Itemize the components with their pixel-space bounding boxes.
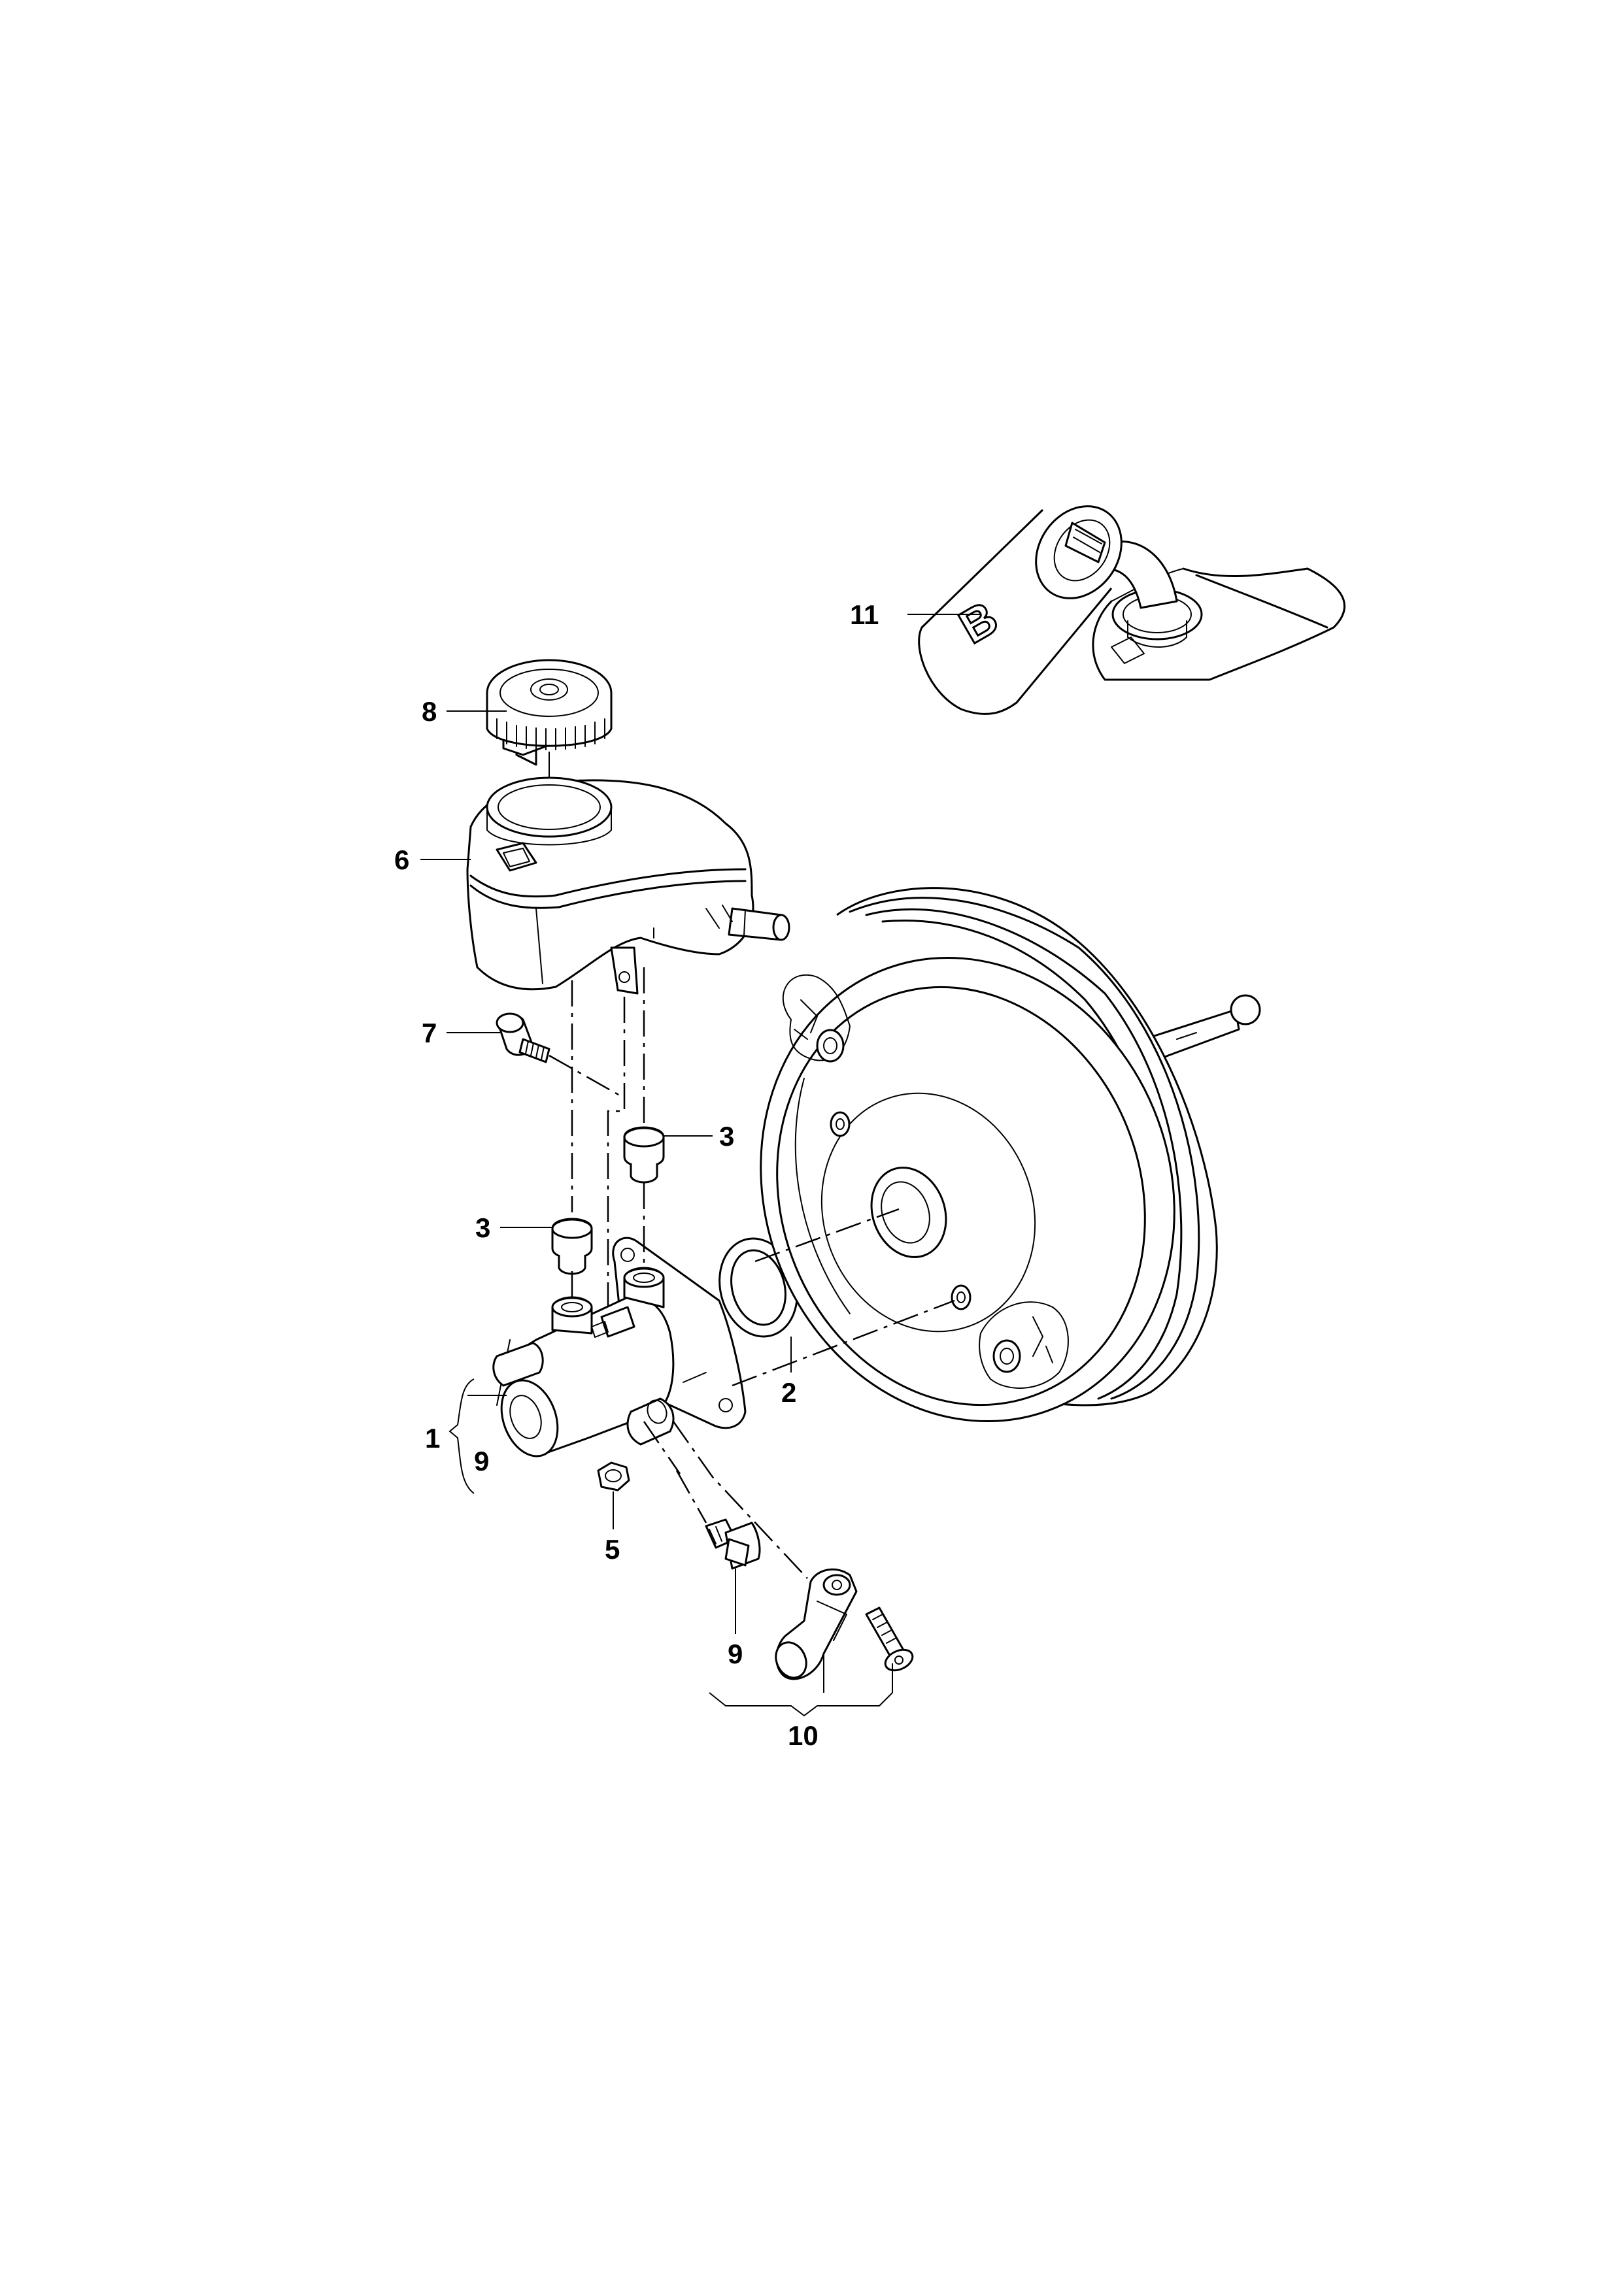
brake-booster xyxy=(760,887,1261,1423)
label-2: 2 xyxy=(781,1377,796,1408)
label-8: 8 xyxy=(422,696,437,727)
label-6: 6 xyxy=(394,844,409,875)
reference-labels: 11 8 6 7 3 3 2 1 9 5 9 10 xyxy=(394,599,879,1751)
label-7: 7 xyxy=(422,1018,437,1048)
label-9-upper: 9 xyxy=(474,1446,489,1476)
label-10: 10 xyxy=(788,1720,819,1751)
leader-lines xyxy=(420,614,981,1717)
label-5: 5 xyxy=(605,1534,620,1565)
label-1: 1 xyxy=(425,1423,440,1454)
label-9-lower: 9 xyxy=(728,1639,743,1669)
part-8-reservoir-cap xyxy=(486,659,613,766)
label-3-lower: 3 xyxy=(475,1212,490,1243)
part-9-switch xyxy=(705,1518,761,1570)
assembly-lines xyxy=(549,967,955,1579)
label-3-upper: 3 xyxy=(719,1121,734,1152)
part-10-bracket-assembly xyxy=(775,1568,914,1680)
part-11-fluid-bottle: B xyxy=(918,505,1346,715)
part-7-bolt xyxy=(496,1012,550,1063)
part-3-grommet-lower xyxy=(551,1218,593,1275)
part-3-grommet-upper xyxy=(623,1126,665,1184)
part-6-fluid-reservoir xyxy=(466,776,790,995)
part-5-nut xyxy=(597,1461,630,1491)
label-11: 11 xyxy=(850,599,879,630)
master-cylinder xyxy=(492,1237,747,1457)
